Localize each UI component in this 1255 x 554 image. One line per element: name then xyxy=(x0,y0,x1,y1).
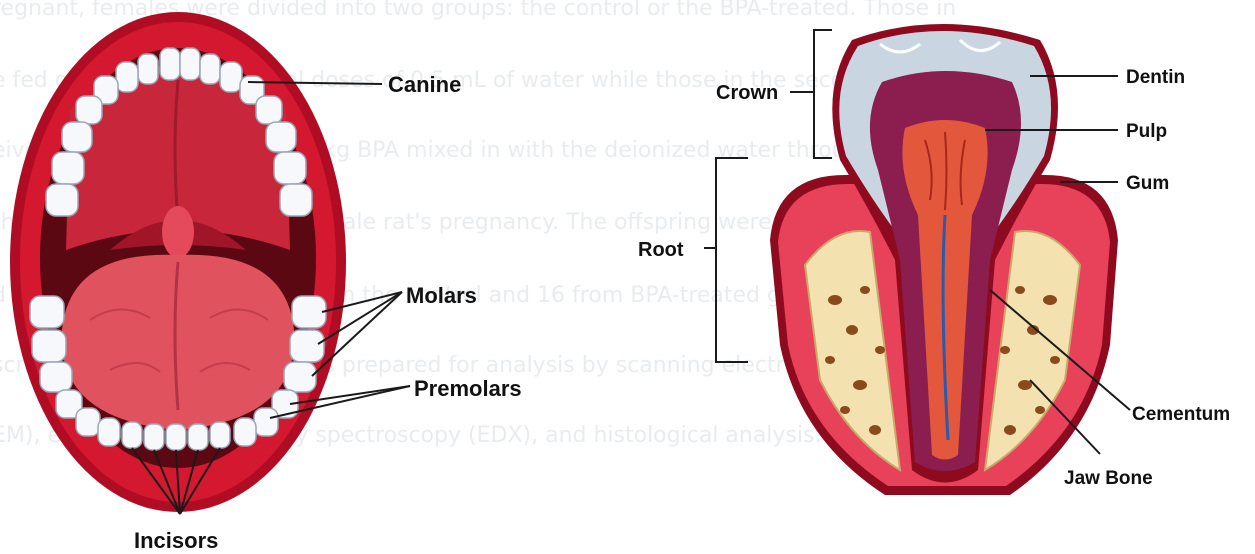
lower-premolar xyxy=(76,408,100,436)
premolars-label: Premolars xyxy=(414,376,522,401)
lower-incisor xyxy=(188,424,208,450)
upper-premolar xyxy=(256,96,282,124)
crown-bracket xyxy=(814,30,832,158)
cementum-label: Cementum xyxy=(1132,404,1230,425)
upper-incisor xyxy=(160,48,180,80)
gum-label: Gum xyxy=(1126,173,1169,194)
upper-molar xyxy=(274,152,306,184)
upper-molar xyxy=(62,122,92,152)
root-bracket xyxy=(716,158,748,362)
lower-incisor xyxy=(210,422,230,448)
root-label: Root xyxy=(638,239,684,261)
pulp-label: Pulp xyxy=(1126,121,1167,142)
upper-molar xyxy=(46,184,78,216)
mouth-illustration: Canine Molars Premolars Incisors xyxy=(10,12,522,553)
tooth-cross-section: Crown Root Dentin Pulp Gum Cementum Jaw … xyxy=(638,24,1230,495)
lower-canine xyxy=(98,418,120,446)
lower-molar xyxy=(40,362,72,392)
upper-incisor xyxy=(180,48,200,80)
lower-incisor xyxy=(166,424,186,450)
crown-label: Crown xyxy=(716,82,778,104)
incisors-label: Incisors xyxy=(134,528,218,553)
lower-molar xyxy=(292,296,326,328)
upper-molar xyxy=(280,184,312,216)
lower-molar xyxy=(30,296,64,328)
lower-incisor xyxy=(144,424,164,450)
upper-canine xyxy=(220,62,242,92)
lower-molar xyxy=(284,362,316,392)
lower-molar xyxy=(290,330,324,362)
upper-incisor xyxy=(138,54,158,84)
upper-molar xyxy=(52,152,84,184)
canine-label: Canine xyxy=(388,72,461,97)
uvula xyxy=(162,206,194,258)
jaw-bone-label: Jaw Bone xyxy=(1064,468,1153,489)
upper-premolar xyxy=(76,96,102,124)
upper-incisor xyxy=(200,54,220,84)
dentin-label: Dentin xyxy=(1126,67,1185,88)
lower-molar xyxy=(32,330,66,362)
lower-canine xyxy=(234,418,256,446)
upper-molar xyxy=(266,122,296,152)
lower-incisor xyxy=(122,422,142,448)
upper-canine xyxy=(116,62,138,92)
lower-premolar xyxy=(254,408,278,436)
molars-label: Molars xyxy=(406,283,477,308)
